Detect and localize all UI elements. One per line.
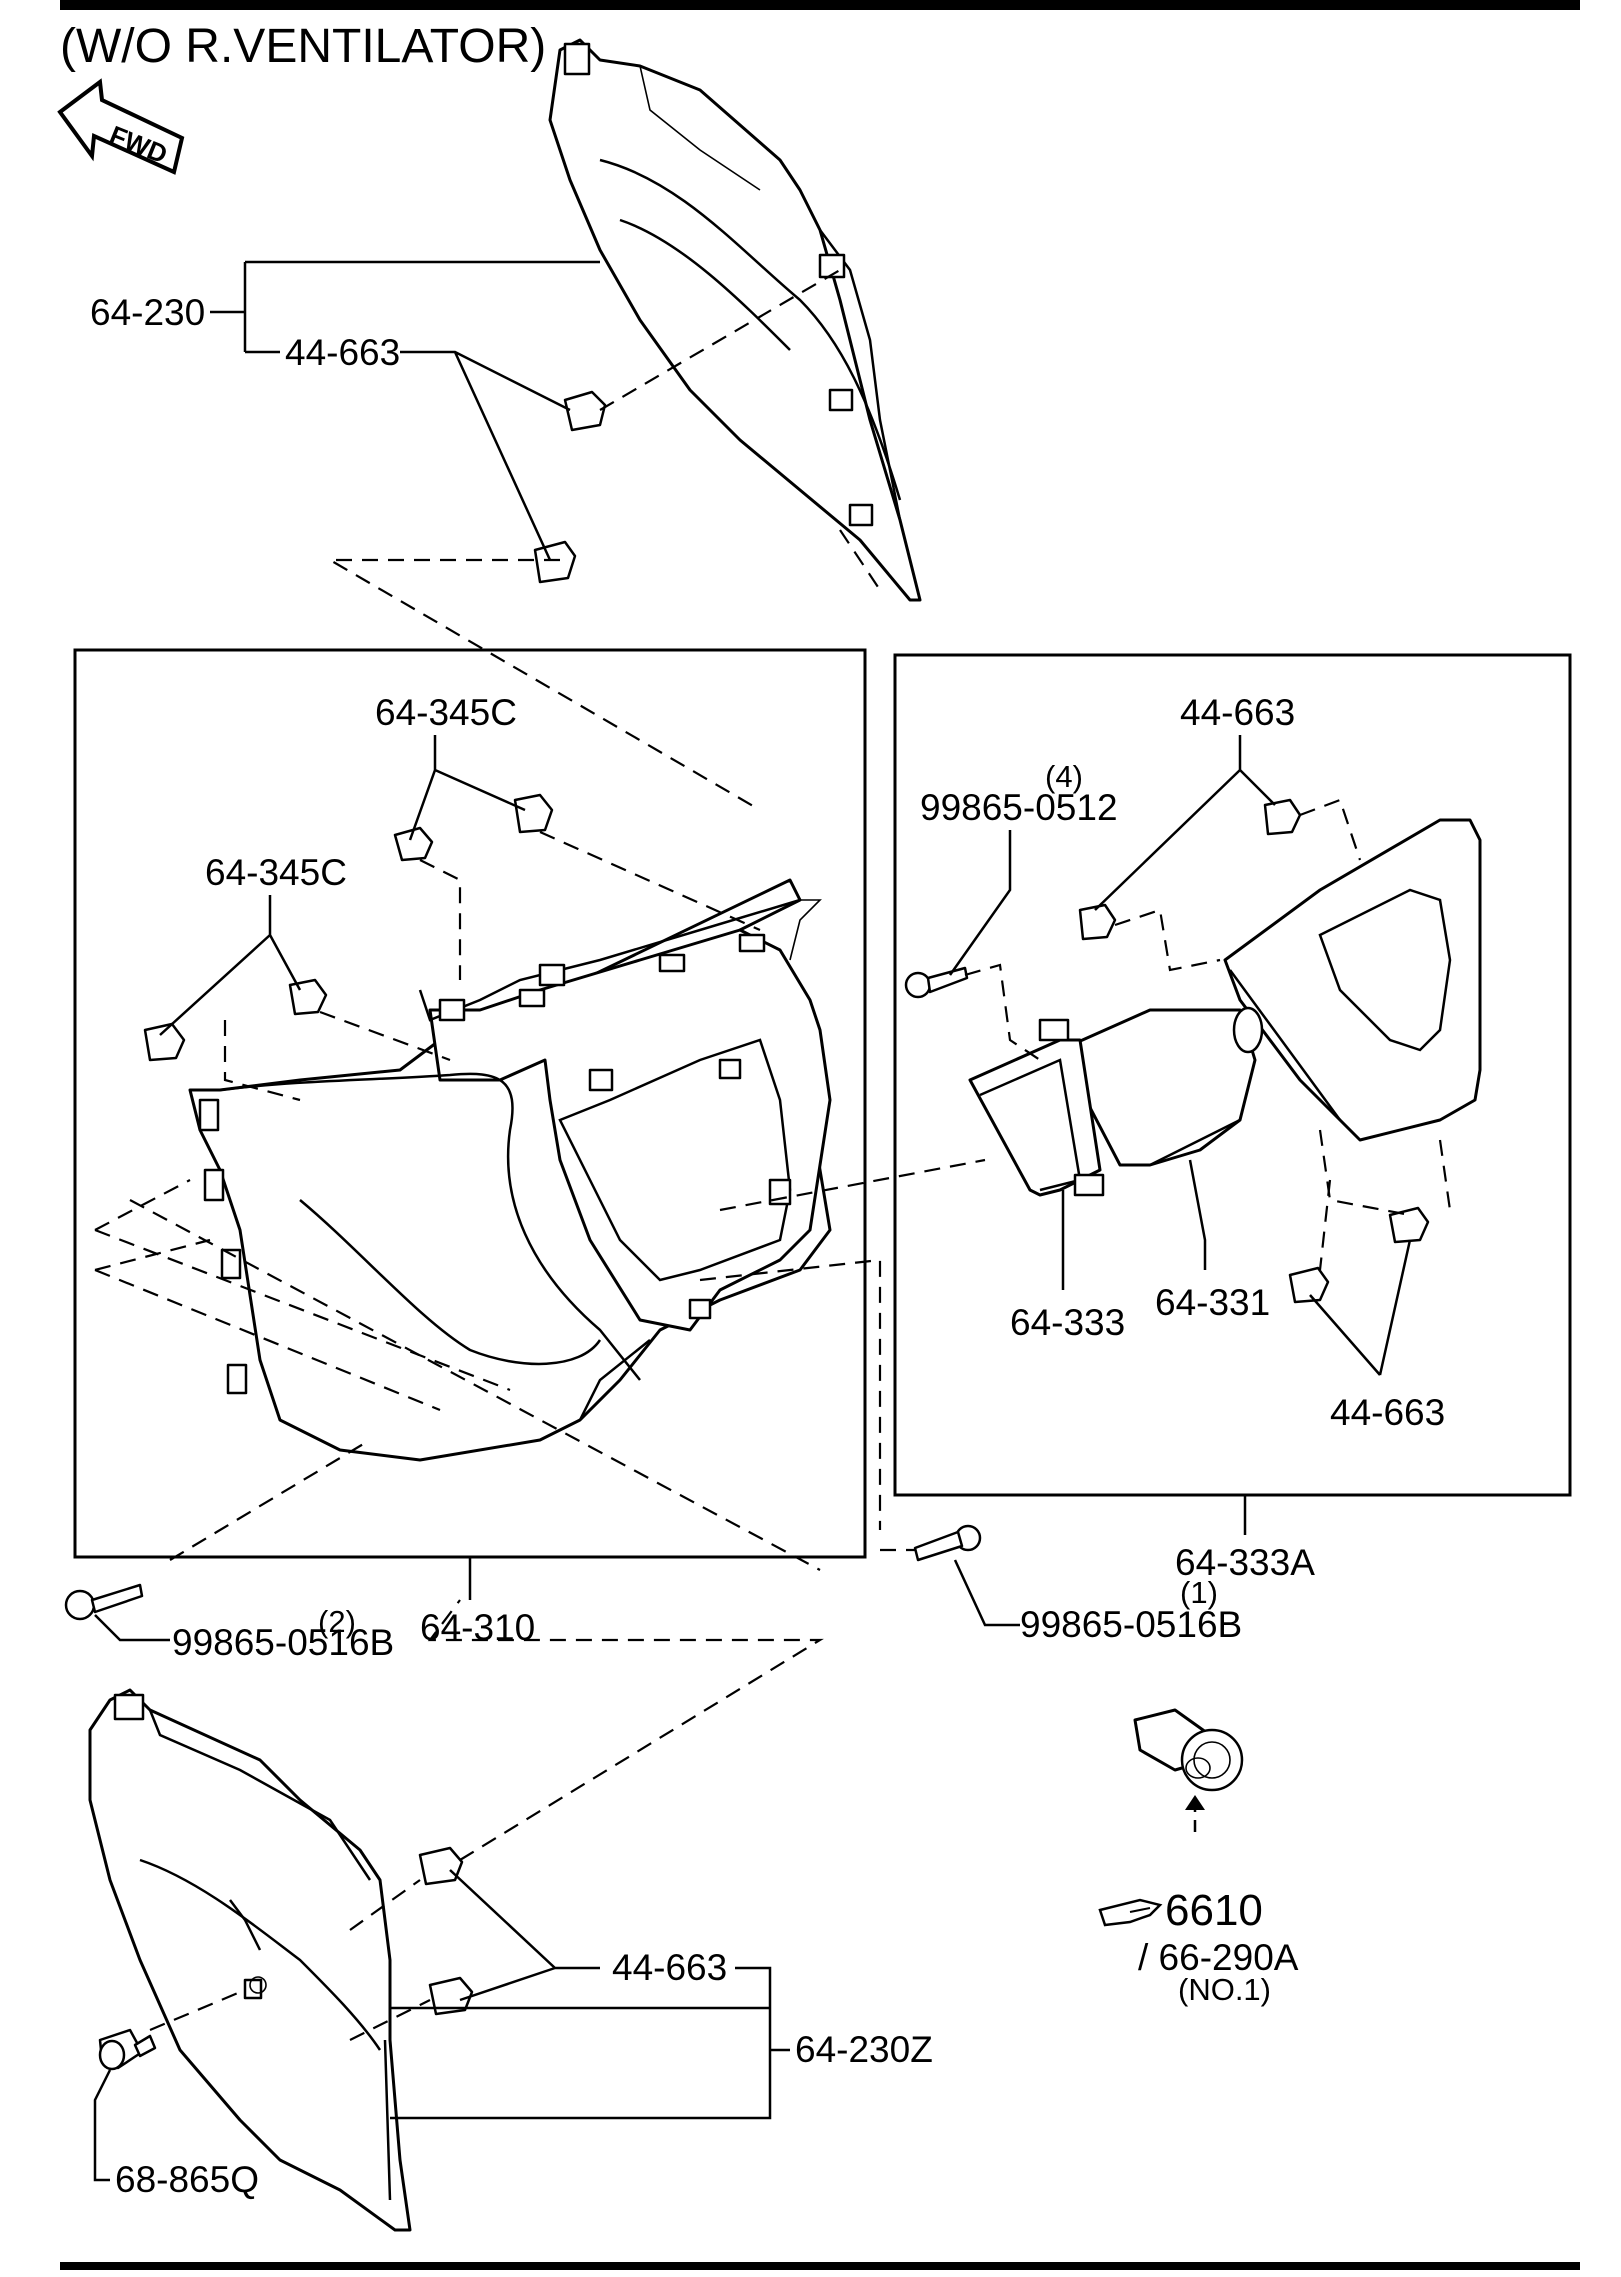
- svg-text:64-333: 64-333: [1010, 1302, 1125, 1343]
- socket-housing: [1058, 1006, 1264, 1167]
- lower-clip-1: [418, 1846, 464, 1886]
- callout-44-663-lower: 44-663: [449, 1869, 727, 2002]
- callout-44-663-right-bottom: 44-663: [1309, 1239, 1445, 1433]
- callout-99865-0516b-mid: (1) 99865-0516B: [953, 1559, 1242, 1645]
- console-panel: [188, 878, 832, 1462]
- svg-text:44-663: 44-663: [1330, 1392, 1445, 1433]
- svg-text:64-230: 64-230: [90, 292, 205, 333]
- svg-text:6610: 6610: [1165, 1886, 1263, 1935]
- svg-text:(2): (2): [318, 1604, 356, 1639]
- socket-bracket: [968, 1018, 1105, 1197]
- callout-99865-0516b-left: (2) 99865-0516B: [94, 1604, 394, 1663]
- svg-text:99865-0516B: 99865-0516B: [172, 1622, 394, 1663]
- svg-text:64-310: 64-310: [420, 1607, 535, 1648]
- callout-68-865q: 68-865Q: [93, 2069, 259, 2200]
- top-rule: [60, 0, 1580, 10]
- svg-text:44-663: 44-663: [285, 332, 400, 373]
- svg-text:64-345C: 64-345C: [205, 852, 347, 893]
- callout-64-333: 64-333: [1010, 1190, 1125, 1343]
- upper-clip-2: [533, 540, 577, 584]
- clip-44-663-right-c: [1388, 1206, 1430, 1244]
- callout-64-333a: 64-333A: [1175, 1495, 1315, 1583]
- callout-64-331: 64-331: [1155, 1159, 1270, 1323]
- callout-64-345c-top: 64-345C: [375, 692, 526, 841]
- svg-text:64-345C: 64-345C: [375, 692, 517, 733]
- clip-44-663-right-b: [1078, 903, 1117, 941]
- callout-99865-0512: (4) 99865-0512: [920, 759, 1118, 976]
- svg-text:44-663: 44-663: [1180, 692, 1295, 733]
- screw-mid-icon: [913, 1524, 982, 1562]
- svg-text:99865-0516B: 99865-0516B: [1020, 1604, 1242, 1645]
- svg-text:44-663: 44-663: [612, 1947, 727, 1988]
- callout-64-310: 64-310: [420, 1557, 535, 1648]
- svg-text:(NO.1): (NO.1): [1178, 1972, 1271, 2007]
- callout-44-663-right-top: 44-663: [1094, 692, 1295, 911]
- svg-text:/ 66-290A: / 66-290A: [1138, 1937, 1299, 1978]
- clip-345c-top-a: [393, 826, 434, 862]
- clip-345c-top-b: [513, 793, 554, 834]
- clip-345c-mid-b: [288, 978, 328, 1016]
- lower-side-panel: [88, 1688, 412, 2232]
- socket-bezel-panel: [1223, 818, 1482, 1142]
- clip-44-663-right-d: [1288, 1266, 1330, 1304]
- reference-6610: 6610 / 66-290A (NO.1): [1098, 1886, 1299, 2007]
- screw-0512-icon: [904, 966, 969, 999]
- svg-text:64-331: 64-331: [1155, 1282, 1270, 1323]
- fwd-arrow-icon: FWD: [57, 78, 185, 175]
- callout-64-230z: 64-230Z: [390, 1966, 933, 2120]
- callout-44-663-upper: 44-663: [285, 332, 571, 561]
- socket-box: [893, 653, 1572, 1497]
- screw-left-icon: [64, 1583, 144, 1621]
- svg-text:68-865Q: 68-865Q: [115, 2159, 259, 2200]
- clip-44-663-right-a: [1263, 798, 1302, 836]
- svg-text:64-230Z: 64-230Z: [795, 2029, 933, 2070]
- svg-text:64-333A: 64-333A: [1175, 1542, 1315, 1583]
- callout-64-230: 64-230: [90, 260, 600, 354]
- clip-345c-mid-a: [143, 1022, 186, 1062]
- bottom-rule: [60, 2262, 1580, 2270]
- pointing-hand-icon: [1098, 1898, 1163, 1927]
- upper-clip-1: [563, 390, 607, 432]
- svg-text:(4): (4): [1045, 759, 1083, 794]
- callout-64-345c-mid: 64-345C: [159, 852, 347, 1036]
- fastener-icon: [98, 2028, 157, 2071]
- upper-side-panel: [548, 38, 922, 602]
- power-socket: [1133, 1708, 1244, 1792]
- svg-text:99865-0512: 99865-0512: [920, 787, 1118, 828]
- page-title: (W/O R.VENTILATOR): [60, 20, 546, 73]
- svg-text:(1): (1): [1180, 1575, 1218, 1610]
